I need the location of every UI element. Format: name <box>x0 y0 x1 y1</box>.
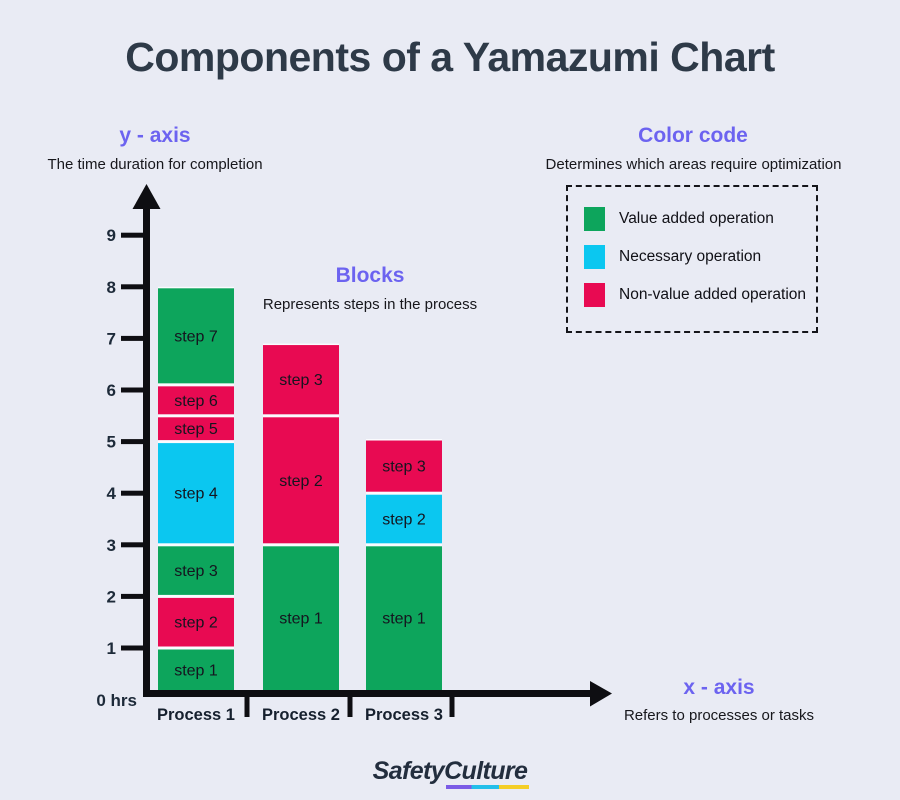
category-separator <box>449 690 455 717</box>
y-tick <box>121 490 147 496</box>
step-label: step 2 <box>279 473 323 490</box>
y-tick <box>121 335 147 341</box>
bar-segment <box>158 288 234 384</box>
y-axis-heading: y - axis <box>119 124 191 147</box>
y-tick <box>121 542 147 548</box>
step-label: step 3 <box>174 563 218 580</box>
y-tick-label: 4 <box>107 484 117 503</box>
legend-item-label: Necessary operation <box>619 248 762 265</box>
logo-text-safety: Safety <box>372 757 445 785</box>
legend-item-label: Value added operation <box>619 210 774 227</box>
y-tick-label: 2 <box>107 587 116 606</box>
blocks-heading: Blocks <box>335 264 405 287</box>
step-label: step 3 <box>279 372 323 389</box>
y-tick <box>121 232 147 238</box>
x-axis-arrow-icon <box>590 681 612 707</box>
step-label: step 1 <box>279 611 323 628</box>
bar-segment <box>263 345 339 415</box>
y-tick-label: 6 <box>107 381 116 400</box>
necessary-swatch-icon <box>584 245 605 269</box>
y-tick-label: 9 <box>107 226 116 245</box>
y-tick-label: 8 <box>107 278 116 297</box>
step-label: step 3 <box>382 459 426 476</box>
y-axis-arrow-icon <box>132 184 161 209</box>
y-tick-label: 3 <box>107 536 116 555</box>
bar-segment <box>158 443 234 544</box>
step-label: step 1 <box>174 662 218 679</box>
bar-segment <box>158 417 234 441</box>
category-separator <box>244 690 250 717</box>
y-tick-label: 1 <box>107 639 116 658</box>
legend-item-non-value-added: Non-value added operation <box>584 283 816 307</box>
bar-segment <box>158 546 234 595</box>
y-axis-subtitle: The time duration for completion <box>47 156 263 173</box>
category-label: Process 2 <box>262 706 340 724</box>
legend-item-label: Non-value added operation <box>619 286 806 303</box>
logo-text-culture: Culture <box>444 757 530 789</box>
legend-item-value-added: Value added operation <box>584 207 816 231</box>
color-code-legend: Value added operation Necessary operatio… <box>566 185 818 333</box>
step-label: step 2 <box>174 615 218 632</box>
origin-label: 0 hrs <box>96 691 137 710</box>
bar-segment <box>263 417 339 544</box>
color-code-heading: Color code <box>638 124 748 147</box>
bar-segment <box>366 546 442 690</box>
bar-segment <box>263 546 339 690</box>
step-label: step 6 <box>174 393 218 410</box>
value-added-swatch-icon <box>584 207 605 231</box>
non-value-added-swatch-icon <box>584 283 605 307</box>
step-label: step 1 <box>382 611 426 628</box>
category-label: Process 1 <box>157 706 235 724</box>
safetyculture-logo: SafetyCulture <box>0 757 900 789</box>
color-code-subtitle: Determines which areas require optimizat… <box>545 156 842 173</box>
y-tick <box>121 593 147 599</box>
step-label: step 7 <box>174 328 218 345</box>
bar-segment <box>158 649 234 690</box>
category-label: Process 3 <box>365 706 443 724</box>
x-axis-heading: x - axis <box>683 676 755 699</box>
y-tick-label: 7 <box>107 329 116 348</box>
y-tick <box>121 439 147 445</box>
bar-segment <box>158 386 234 415</box>
legend-item-necessary: Necessary operation <box>584 245 816 269</box>
page-title: Components of a Yamazumi Chart <box>125 34 775 80</box>
step-label: step 5 <box>174 421 218 438</box>
step-label: step 2 <box>382 512 426 529</box>
bar-segment <box>158 597 234 647</box>
x-axis-subtitle: Refers to processes or tasks <box>623 707 815 724</box>
bar-segment <box>366 440 442 492</box>
x-axis-line <box>143 690 592 697</box>
y-tick <box>121 645 147 651</box>
y-tick <box>121 284 147 290</box>
category-separator <box>347 690 353 717</box>
bar-segment <box>366 494 442 544</box>
step-label: step 4 <box>174 486 218 503</box>
y-tick <box>121 387 147 393</box>
y-axis-line <box>143 202 150 697</box>
y-tick-label: 5 <box>107 433 116 452</box>
blocks-subtitle: Represents steps in the process <box>262 296 478 313</box>
